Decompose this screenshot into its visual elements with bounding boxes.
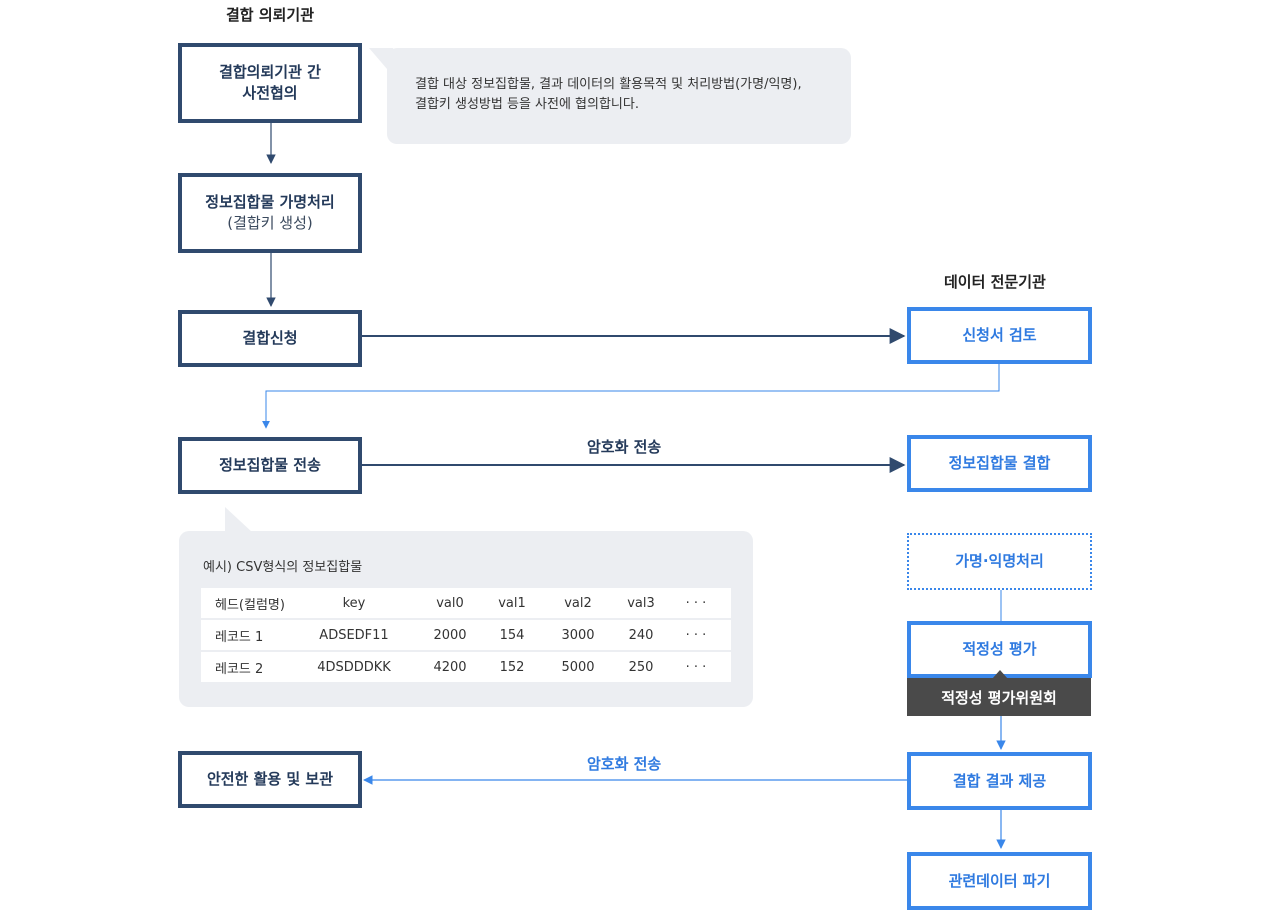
table-cell: 4DSDDDKK [317, 659, 391, 675]
table-cell: 헤드(컬럼명) [201, 588, 297, 620]
table-cell: 2000 [411, 619, 489, 652]
csv-example-title: 예시) CSV형식의 정보집합물 [203, 560, 363, 575]
table-cell: · · · [685, 659, 707, 675]
step-safe-use-label: 안전한 활용 및 보관 [206, 770, 334, 788]
evaluation-committee-label: 적정성 평가위원회 [941, 688, 1057, 707]
committee-pointer [992, 670, 1008, 679]
step-pseudonymize-line1: 정보집합물 가명처리 [205, 193, 335, 211]
table-cell: val0 [411, 588, 489, 620]
label-encrypted-return: 암호화 전송 [587, 755, 662, 773]
step-combine: 정보집합물 결합 [907, 435, 1092, 492]
right-column-heading: 데이터 전문기관 [944, 273, 1046, 291]
step-anonymize: 가명·익명처리 [907, 533, 1092, 590]
arrow-review-to-transmit [262, 363, 1000, 429]
evaluation-committee: 적정성 평가위원회 [907, 670, 1091, 716]
step-apply: 결합신청 [178, 310, 362, 367]
table-cell: · · · [661, 588, 731, 620]
step-evaluate-label: 적정성 평가 [962, 640, 1037, 658]
consultation-note-line2: 결합키 생성방법 등을 사전에 협의합니다. [415, 97, 639, 112]
table-cell: · · · [661, 619, 731, 652]
table-cell: 250 [628, 659, 654, 675]
consultation-note: 결합 대상 정보집합물, 결과 데이터의 활용목적 및 처리방법(가명/익명),… [369, 48, 851, 144]
step-destroy-data-label: 관련데이터 파기 [948, 871, 1051, 890]
consultation-note-line1: 결합 대상 정보집합물, 결과 데이터의 활용목적 및 처리방법(가명/익명), [415, 77, 802, 92]
step-review-application-label: 신청서 검토 [962, 326, 1037, 344]
table-cell: 4200 [433, 659, 467, 675]
table-cell: 레코드 1 [201, 619, 297, 652]
step-pseudonymize: 정보집합물 가명처리 (결합키 생성) [178, 173, 362, 253]
step-provide-result: 결합 결과 제공 [907, 752, 1092, 810]
table-cell: 5000 [561, 659, 595, 675]
step-transmit: 정보집합물 전송 [178, 437, 362, 494]
table-cell: 152 [499, 659, 525, 675]
table-cell: 240 [621, 619, 661, 652]
table-cell: 레코드 2 [215, 661, 264, 677]
table-cell: 3000 [535, 619, 621, 652]
step-apply-label: 결합신청 [242, 329, 298, 347]
table-cell: ADSEDF11 [297, 619, 411, 652]
left-column-heading: 결합 의뢰기관 [226, 6, 315, 24]
callout-pointer [369, 48, 393, 76]
step-combine-label: 정보집합물 결합 [948, 454, 1051, 472]
step-review-application: 신청서 검토 [907, 307, 1092, 364]
step-destroy-data: 관련데이터 파기 [907, 852, 1092, 910]
table-row: 레코드 2 4DSDDDKK 4200 152 5000 250 · · · [201, 651, 731, 682]
table-cell: val3 [621, 588, 661, 620]
table-cell: val2 [535, 588, 621, 620]
step-pseudonymize-line2: (결합키 생성) [227, 214, 313, 232]
step-anonymize-label: 가명·익명처리 [955, 552, 1044, 570]
step-prior-consultation-line1: 결합의뢰기관 간 [219, 63, 321, 81]
step-prior-consultation-line2: 사전협의 [242, 84, 298, 102]
label-encrypted-send: 암호화 전송 [587, 438, 662, 456]
table-cell: val1 [489, 588, 535, 620]
step-transmit-label: 정보집합물 전송 [219, 456, 321, 474]
step-provide-result-label: 결합 결과 제공 [952, 771, 1047, 790]
csv-callout-pointer [225, 507, 253, 533]
table-cell: key [297, 588, 411, 620]
step-safe-use: 안전한 활용 및 보관 [178, 751, 362, 808]
table-cell: 154 [489, 619, 535, 652]
step-prior-consultation: 결합의뢰기관 간 사전협의 [178, 43, 362, 123]
